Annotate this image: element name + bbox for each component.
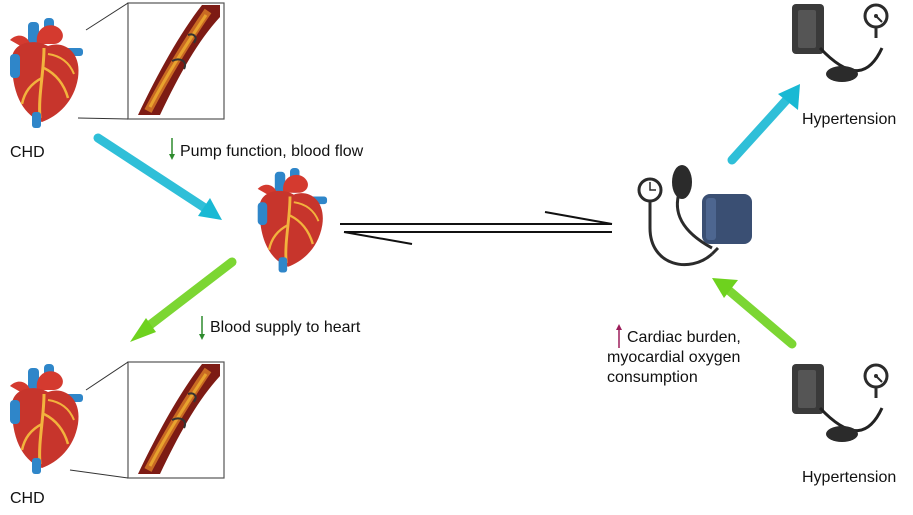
cyan-arrow-to-hypertension (727, 84, 800, 165)
green-arrow-hypertension-to-device (712, 278, 797, 349)
zoom-connector-lines (77, 2, 129, 120)
cyan-arrow-chd-to-heart (93, 133, 222, 220)
down-arrow-indicator (199, 316, 205, 340)
heart-anatomy-icon (8, 16, 85, 130)
up-arrow-indicator (616, 324, 622, 348)
chd-label-bottom: CHD (10, 490, 45, 507)
heart-anatomy-icon (8, 362, 85, 476)
zoom-connector-lines (69, 361, 129, 479)
heart-anatomy-icon (256, 166, 329, 274)
chd-label-top: CHD (10, 144, 45, 161)
blood-supply-label: Blood supply to heart (210, 319, 361, 336)
equilibrium-arrows (340, 211, 613, 245)
cardiac-burden-label: Cardiac burden, myocardial oxygen consum… (607, 329, 741, 386)
hypertension-label-bottom: Hypertension (802, 469, 897, 486)
hypertension-label-top: Hypertension (802, 111, 897, 128)
pump-function-label: Pump function, blood flow (180, 143, 364, 160)
artery-plaque-icon (128, 362, 224, 478)
down-arrow-indicator (169, 138, 175, 160)
bp-cuff-icon (790, 2, 889, 84)
green-arrow-heart-to-chd (130, 257, 237, 342)
sphygmomanometer-icon (637, 165, 752, 267)
bp-cuff-icon (790, 362, 889, 444)
artery-plaque-icon (128, 3, 224, 119)
